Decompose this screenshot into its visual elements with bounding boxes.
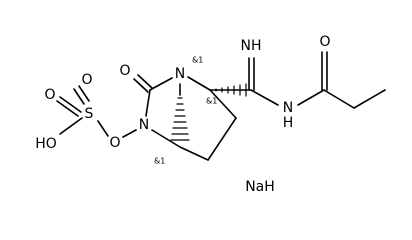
bond-carbonyl-ch2 [323, 89, 355, 109]
bond-s-o-left-a [59, 96, 82, 113]
bond-s-o-top-b [78, 85, 90, 102]
atom-sulfur: S [85, 106, 94, 122]
hashed-wedge-c2 [215, 83, 247, 97]
bond-s-oh [59, 117, 83, 135]
atom-bridgehead-nitrogen: N [175, 66, 185, 82]
atom-amide-oxygen: O [319, 34, 330, 50]
atom-sulfonyl-oxygen-top: O [81, 72, 92, 88]
bond-c7-n6 [145, 89, 151, 117]
stereo-mark-c1: &1 [192, 56, 203, 65]
counterion-label: NaH [245, 179, 275, 195]
atom-amide-hydrogen: H [283, 115, 294, 131]
bond-n6-o [122, 129, 137, 138]
atom-imine-nh: NH [241, 38, 262, 54]
chemical-structure: O N N O S O O HO NH N H O &1 &1 &1 NaH [35, 34, 386, 195]
bond-s-o-top-a [73, 88, 85, 105]
bond-n6-c5 [151, 129, 181, 148]
bond-o-s [97, 120, 109, 137]
bond-c4-c5 [179, 146, 209, 161]
stereo-mark-c2: &1 [206, 97, 217, 106]
bond-s-o-left-b [56, 100, 79, 117]
bond-c7-o-a [133, 78, 149, 93]
atom-ring-oxygen: O [119, 63, 130, 79]
atom-sulfonyl-oxygen-left: O [44, 87, 55, 103]
bond-c7-n1 [149, 77, 173, 91]
bond-c2-c3 [209, 89, 237, 119]
stereo-mark-c5: &1 [154, 157, 165, 166]
bond-n1-c2 [187, 76, 211, 91]
atom-labels: O N N O S O O HO NH N H O [35, 34, 330, 152]
bond-ch2-ch3 [353, 89, 386, 109]
bond-lines [56, 51, 386, 161]
atom-ester-oxygen: O [109, 135, 120, 151]
bond-c3-c4 [207, 117, 237, 161]
atom-nitrogen-n6: N [139, 117, 149, 133]
bond-c7-o-b [137, 74, 153, 89]
atom-hydroxyl: HO [35, 136, 57, 152]
stereo-labels: &1 &1 &1 [154, 56, 217, 166]
bond-amidine-n [250, 89, 279, 106]
bond-n-carbonyl [297, 89, 325, 106]
atom-amide-nitrogen: N [283, 100, 293, 116]
hashed-wedge-bridge [170, 97, 190, 141]
